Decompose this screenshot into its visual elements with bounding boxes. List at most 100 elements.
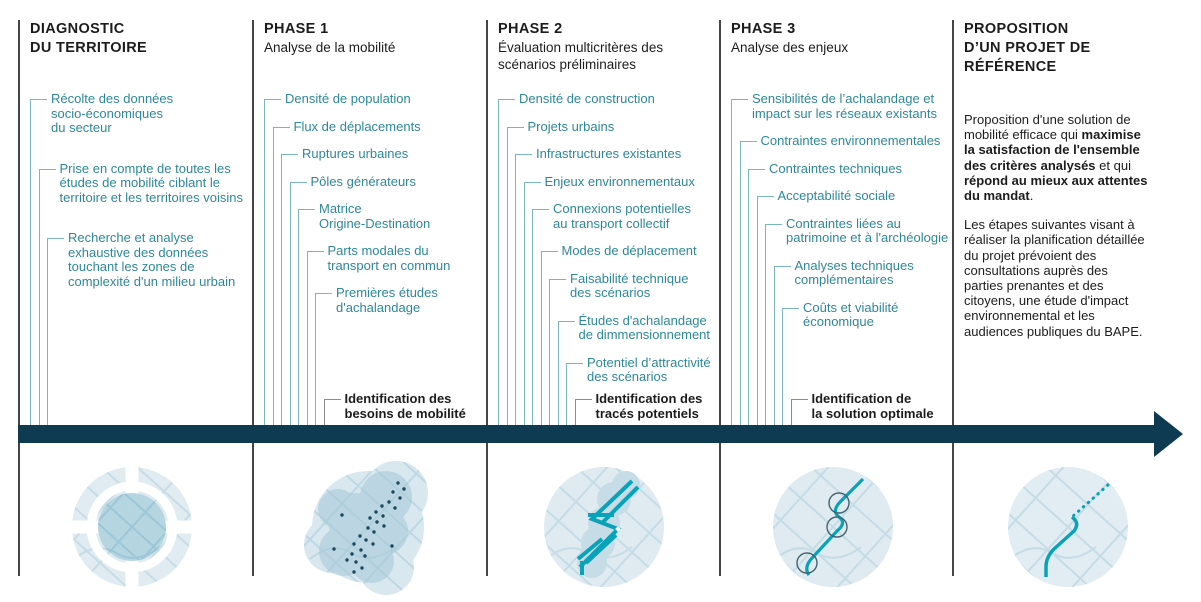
density-dots-map-icon — [298, 457, 438, 597]
milestone-connector-line — [574, 399, 592, 426]
criteria-item: Projets urbains — [527, 118, 615, 134]
column-title: PHASE 1 — [264, 20, 480, 39]
criteria-item: Contraintes environnementales — [760, 133, 941, 148]
milestone-label: Identification des tracés potentiels — [595, 391, 703, 421]
column-title-line: PROPOSITION — [964, 21, 1069, 37]
criteria-connector-line — [315, 293, 332, 426]
criteria-item: Densité de population — [285, 91, 411, 106]
column-header: DIAGNOSTIC DU TERRITOIRE — [30, 20, 246, 58]
criteria-connector-line — [557, 321, 575, 426]
criteria-connector-line — [306, 251, 324, 426]
criteria-connector-line — [272, 127, 290, 426]
criteria-item: Prise en compte de toutes les études de … — [59, 160, 244, 205]
milestone-label: Identification des besoins de mobilité — [344, 391, 466, 421]
criteria-connector-line — [731, 99, 748, 426]
criteria-item: Études d'achalandage de dimmensionnement — [578, 312, 711, 342]
column-title-line: PHASE 2 — [498, 21, 563, 37]
description-paragraph: Les étapes suivantes visant à réaliser l… — [964, 217, 1201, 339]
criteria-connector-line — [38, 169, 56, 426]
criteria-item: Analyses techniques complémentaires — [794, 257, 914, 287]
criteria-item: Premières études d'achalandage — [336, 285, 438, 315]
criteria-item: Connexions potentielles au transport col… — [553, 201, 692, 231]
criteria-item: Densité de construction — [519, 91, 655, 106]
route-options-map-icon — [534, 457, 674, 597]
column-title-line: PHASE 1 — [264, 21, 329, 37]
criteria-item: Infrastructures existantes — [536, 146, 682, 161]
ring-map-icon — [62, 457, 202, 597]
column-title: PHASE 2 — [498, 20, 713, 39]
criteria-item: Potentiel d’attractivité des scénarios — [587, 354, 711, 384]
column-diagnostic: DIAGNOSTIC DU TERRITOIRE Récolte des donné… — [18, 0, 252, 601]
column-title-line: DU TERRITOIRE — [30, 40, 148, 56]
criteria-connector-line — [289, 182, 307, 426]
criteria-connector-line — [30, 99, 47, 426]
column-subtitle: Évaluation multicritères des scénarios p… — [498, 40, 664, 72]
column-header: PHASE 3 Analyse des enjeux — [731, 20, 946, 57]
criteria-connector-line — [782, 308, 799, 426]
emphasized-text: maximise la satisfaction de l'ensemble d… — [964, 127, 1141, 173]
criteria-item: Pôles générateurs — [310, 173, 417, 189]
criteria-connector-line — [264, 99, 281, 426]
milestone-connector-line — [323, 399, 341, 426]
optimal-route-map-icon — [763, 457, 903, 597]
column-divider-line — [719, 20, 721, 576]
criteria-connector-line — [756, 196, 774, 426]
body-text: Les étapes suivantes visant à réaliser l… — [964, 217, 1145, 339]
body-text: et qui — [1099, 157, 1131, 173]
description-paragraph: Proposition d'une solution de mobilité e… — [964, 112, 1201, 203]
criteria-connector-line — [540, 251, 558, 426]
reference-route-map-icon — [998, 457, 1138, 597]
criteria-connector-line — [506, 127, 524, 426]
criteria-connector-line — [566, 363, 583, 426]
column-header: PHASE 2 Évaluation multicritères des scén… — [498, 20, 713, 73]
criteria-connector-line — [549, 279, 566, 426]
criteria-connector-line — [773, 266, 791, 426]
criteria-item: Faisabilité technique des scénarios — [570, 270, 689, 300]
column-title: DIAGNOSTIC DU TERRITOIRE — [30, 20, 246, 58]
criteria-connector-line — [498, 99, 515, 426]
criteria-connector-line — [765, 224, 782, 426]
column-phase-2: PHASE 2 Évaluation multicritères des scén… — [486, 0, 719, 601]
criteria-list: Sensibilités de l’achalandage et impact … — [719, 91, 950, 343]
criteria-connector-line — [739, 141, 757, 426]
criteria-item: Sensibilités de l’achalandage et impact … — [752, 91, 937, 121]
criteria-connector-line — [281, 154, 298, 426]
description-paragraphs: Proposition d'une solution de mobilité e… — [964, 112, 1201, 353]
criteria-item: Matrice Origine-Destination — [319, 201, 431, 231]
criteria-item: Recherche et analyse exhaustive des donn… — [68, 230, 236, 289]
criteria-item: Enjeux environnementaux — [544, 173, 695, 189]
body-text: Proposition d'une solution de mobilité e… — [964, 112, 1131, 143]
criteria-item: Acceptabilité sociale — [777, 188, 896, 203]
column-subtitle: Analyse des enjeux — [731, 40, 849, 55]
criteria-item: Récolte des données socio-économiques du… — [51, 91, 174, 135]
emphasized-text: répond au mieux aux attentes du mandat — [964, 172, 1148, 204]
column-divider-line — [486, 20, 488, 576]
criteria-item: Flux de déplacements — [293, 118, 421, 134]
column-divider-line — [952, 20, 954, 576]
column-subtitle: Analyse de la mobilité — [264, 40, 396, 55]
criteria-item: Contraintes techniques — [769, 160, 902, 176]
criteria-connector-line — [748, 169, 765, 426]
column-title-line: PHASE 3 — [731, 21, 796, 37]
criteria-item: Modes de déplacement — [561, 243, 697, 258]
criteria-item: Ruptures urbaines — [302, 146, 409, 161]
criteria-connector-line — [523, 182, 541, 426]
column-title-line: DIAGNOSTIC — [30, 21, 125, 37]
criteria-item: Contraintes liées au patrimoine et à l'a… — [786, 215, 949, 245]
column-header: PHASE 1 Analyse de la mobilité — [264, 20, 480, 57]
column-title: PHASE 3 — [731, 20, 946, 39]
body-text: . — [1029, 188, 1034, 204]
criteria-item: Coûts et viabilité économique — [803, 299, 899, 329]
criteria-connector-line — [298, 209, 315, 426]
criteria-connector-line — [47, 238, 64, 426]
column-divider-line — [252, 20, 254, 576]
